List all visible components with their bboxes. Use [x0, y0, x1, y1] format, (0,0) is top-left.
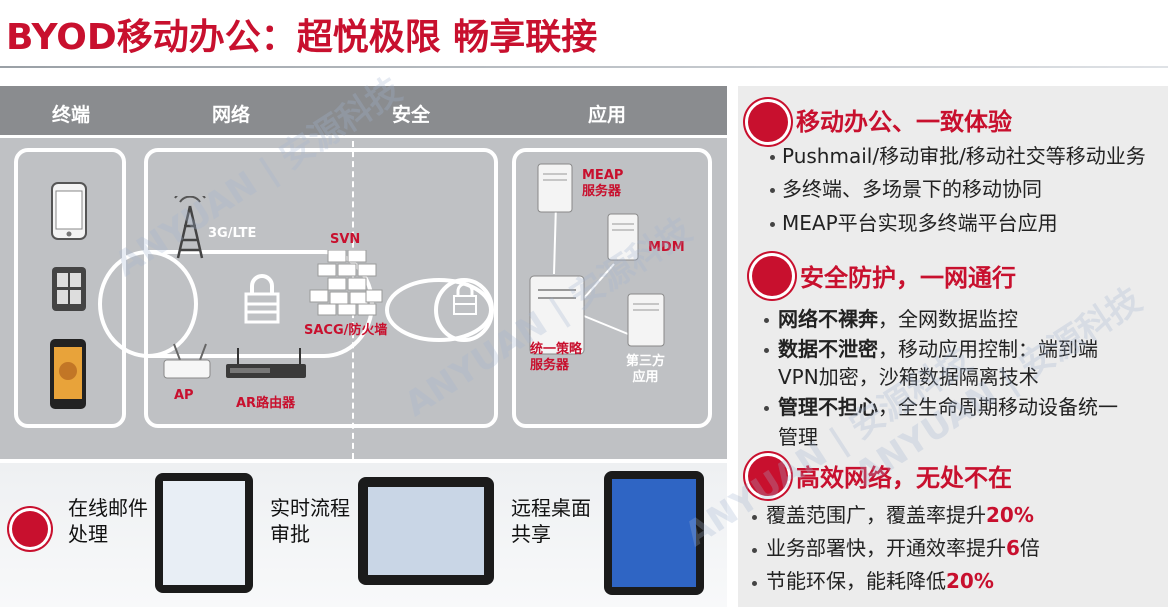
servers-diagram — [529, 163, 665, 355]
sacg-firewall-label: SACG/防火墙 — [304, 323, 388, 338]
smartphone-icon — [51, 182, 87, 240]
policy-server-label: 统一策略 服务器 — [530, 342, 583, 373]
tablet-grid-icon — [52, 267, 86, 311]
policy-server-icon — [529, 275, 585, 355]
lock-icon — [244, 274, 280, 324]
diagram-header: 终端 网络 安全 应用 — [0, 86, 727, 138]
page-title: BYOD移动办公：超悦极限 畅享联接 — [6, 17, 598, 58]
ap-label: AP — [174, 388, 194, 403]
firewall-icon — [309, 250, 383, 316]
vpn-tunnel — [98, 250, 494, 358]
desktop-tablet-image — [604, 471, 704, 595]
application-panel — [512, 148, 712, 428]
meap-server-label: MEAP 服务器 — [582, 168, 624, 199]
third-party-app-label: 第三方 应用 — [626, 354, 666, 385]
scenario-approval-caption: 实时流程 审批 — [270, 496, 350, 546]
router-icon — [226, 348, 306, 378]
network-item: 节能环保，能耗降低20% — [766, 569, 994, 593]
lock-small-icon — [453, 282, 477, 315]
title-divider — [0, 66, 1168, 68]
features-panel: 移动办公、一致体验 Pushmail/移动审批/移动社交等移动业务 多终端、多场… — [738, 86, 1168, 607]
security-item-continued: VPN加密，沙箱数据隔离技术 — [778, 365, 1039, 389]
section-network-title: 高效网络，无处不在 — [796, 464, 1012, 492]
security-item: 网络不裸奔，全网数据监控 — [778, 307, 1018, 331]
header-network: 网络 — [212, 104, 251, 126]
scenario-desktop-caption: 远程桌面 共享 — [511, 496, 591, 546]
header-application: 应用 — [588, 104, 627, 126]
mobile-office-item: Pushmail/移动审批/移动社交等移动业务 — [782, 144, 1146, 168]
svn-label: SVN — [330, 232, 361, 247]
mobile-office-item: 多终端、多场景下的移动协同 — [782, 177, 1042, 201]
email-box-icon — [12, 511, 48, 547]
scenario-strip: 在线邮件 处理 实时流程 审批 远程桌面 共享 — [0, 463, 727, 607]
ar-router-label: AR路由器 — [236, 396, 296, 411]
lte-label: 3G/LTE — [208, 226, 257, 241]
section-mobile-office-title: 移动办公、一致体验 — [796, 108, 1012, 136]
approval-tablet-image — [358, 477, 494, 585]
device-icons — [50, 182, 87, 409]
third-party-server-icon — [627, 293, 665, 347]
network-icon — [748, 456, 788, 496]
header-terminal: 终端 — [52, 104, 91, 126]
mdm-server-icon — [607, 213, 639, 261]
mdm-label: MDM — [648, 240, 685, 255]
shield-icon — [752, 256, 792, 296]
network-item: 覆盖范围广，覆盖率提升20% — [766, 503, 1034, 527]
terminal-panel — [14, 148, 126, 428]
network-devices — [163, 343, 306, 379]
security-item-continued: 管理 — [778, 425, 818, 449]
section-security-title: 安全防护，一网通行 — [800, 264, 1016, 292]
header-security: 安全 — [392, 104, 431, 126]
scenario-email-caption: 在线邮件 处理 — [68, 496, 148, 546]
network-item: 业务部署快，开通效率提升6倍 — [766, 536, 1040, 560]
security-item: 管理不担心，全生命周期移动设备统一 — [778, 395, 1118, 419]
mobile-office-item: MEAP平台实现多终端平台应用 — [782, 211, 1058, 235]
network-security-panel — [144, 148, 498, 428]
email-tablet-image — [155, 473, 253, 593]
android-phone-icon — [50, 339, 86, 409]
architecture-diagram: 终端 网络 安全 应用 — [0, 86, 727, 459]
meap-server-icon — [537, 163, 573, 213]
cell-tower-icon — [174, 196, 206, 259]
access-point-icon — [163, 343, 211, 379]
security-item: 数据不泄密，移动应用控制：端到端 — [778, 337, 1098, 361]
box-icon — [748, 102, 788, 142]
